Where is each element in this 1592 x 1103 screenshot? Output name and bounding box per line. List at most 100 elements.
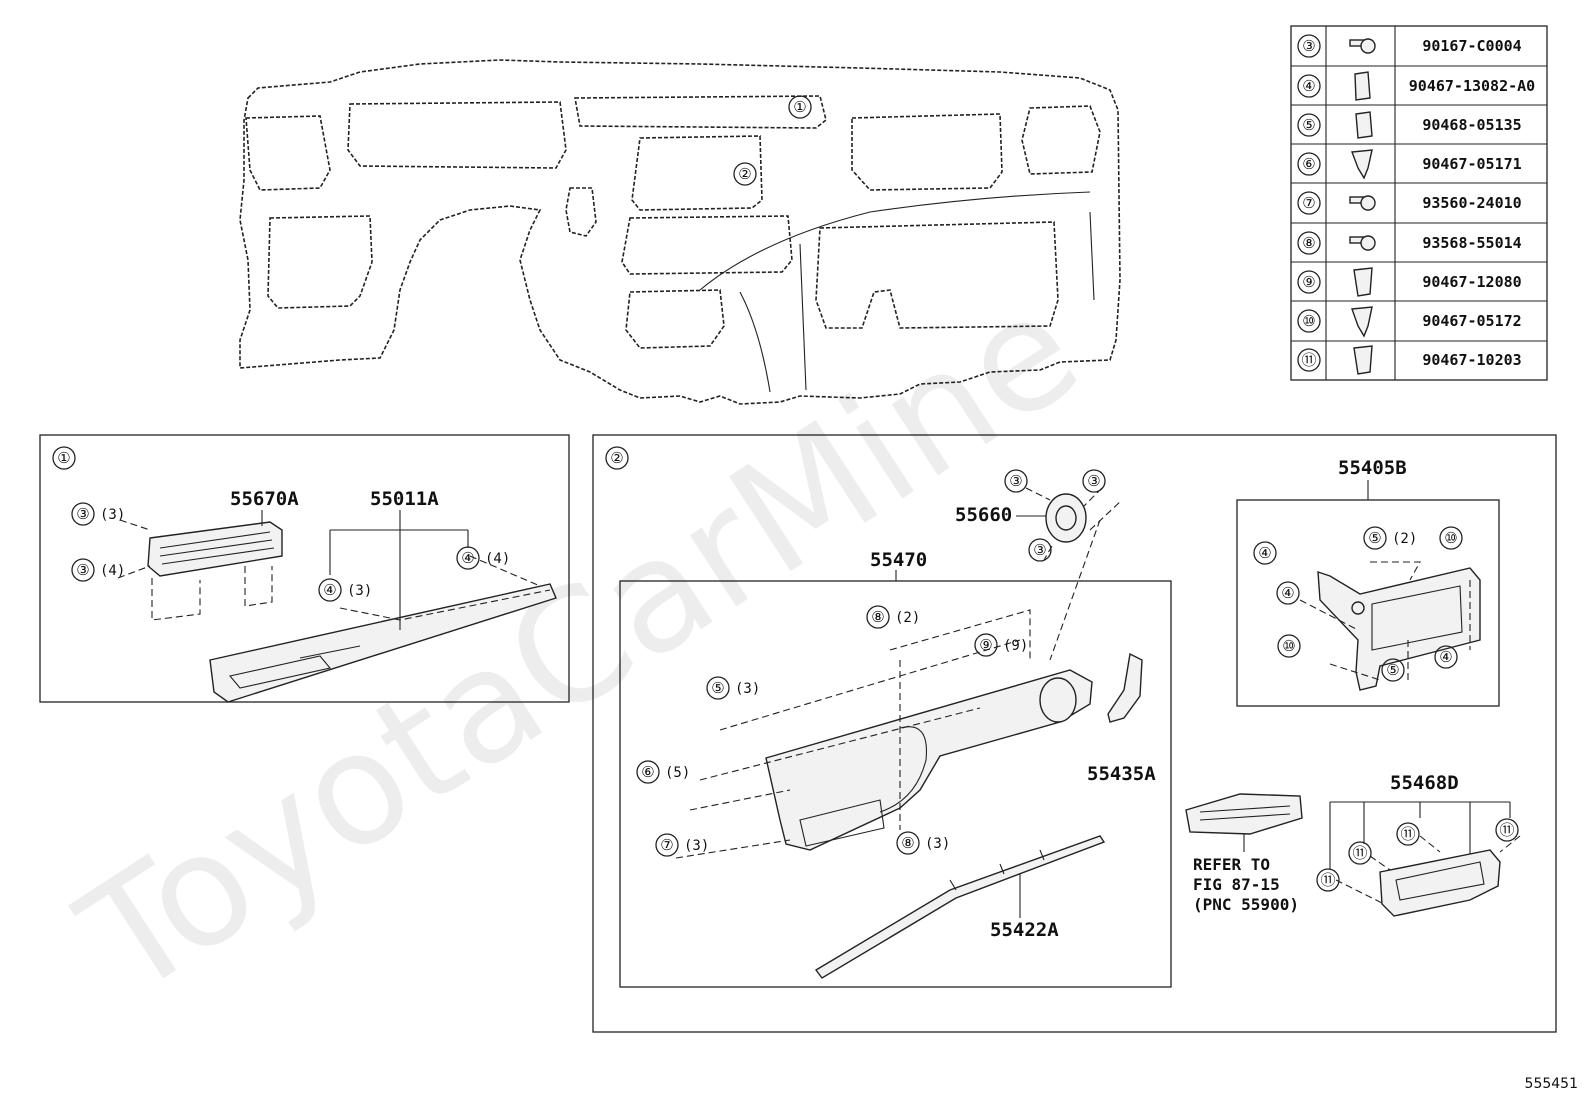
svg-text:⑪: ⑪ [1320,871,1335,889]
svg-text:④: ④ [1281,584,1294,602]
svg-text:②: ② [610,449,623,467]
table-row: ③ 90167-C0004 [1297,34,1522,58]
svg-text:⑩: ⑩ [1302,312,1315,330]
svg-text:⑩: ⑩ [1444,529,1457,547]
screw-icon [1349,195,1376,211]
svg-text:(2): (2) [1392,531,1417,547]
refer-note: REFER TO FIG 87-15 (PNC 55900) [1193,855,1299,914]
callout-s2-d: ⑧ (2) [866,605,920,629]
svg-text:⑪: ⑪ [1352,844,1367,862]
watermark-text: ToyotaCarMine [51,257,1109,1032]
callout-s2-t: ⑪ [1316,868,1340,892]
bezel-55405B [1317,567,1481,691]
svg-text:90467-10203: 90467-10203 [1422,351,1521,369]
svg-text:⑦: ⑦ [1302,194,1315,212]
clip-icon [1351,306,1373,338]
table-row: ⑩ 90467-05172 [1297,306,1522,338]
section-2-panel: ② 55470 55660 ③ ③ ③ [592,434,1557,1033]
callout-s2-q: ⑪ [1396,822,1420,846]
clip-icon [1353,267,1373,297]
callout-s2-g: ⑥ (5) [636,760,690,784]
svg-text:93560-24010: 93560-24010 [1422,194,1521,212]
callout-s2-p: ④ [1434,645,1458,669]
bracket-55468D [1379,849,1501,917]
svg-text:④: ④ [461,549,474,567]
svg-text:⑤: ⑤ [1302,116,1315,134]
dashboard-overview [239,59,1121,405]
svg-text:⑪: ⑪ [1301,351,1316,369]
callout-s2-c: ③ [1028,538,1052,562]
callout-s2-b: ③ [1082,469,1106,493]
callout-s2-k: ⑤ (2) [1363,526,1417,550]
callout-s2-a: ③ [1004,469,1028,493]
callout-s2-m: ④ [1276,581,1300,605]
svg-text:③: ③ [76,561,89,579]
callout-3-qty4: ③ (4) [71,558,125,582]
svg-text:FIG 87-15: FIG 87-15 [1193,875,1280,894]
svg-text:③: ③ [1302,37,1315,55]
callout-3-qty3: ③ (3) [71,502,125,526]
overview-callout-1: ① [788,95,812,119]
speaker-55660 [1025,487,1123,561]
part-number-55435A: 55435A [1087,763,1156,785]
part-number-55405B: 55405B [1338,457,1407,479]
svg-text:⑪: ⑪ [1400,825,1415,843]
callout-4-qty4: ④ (4) [456,546,510,570]
svg-text:①: ① [57,449,70,467]
svg-text:⑤: ⑤ [711,679,724,697]
svg-text:⑥: ⑥ [1302,155,1315,173]
svg-text:③: ③ [76,505,89,523]
screw-icon [1349,235,1376,251]
svg-text:⑧: ⑧ [871,608,884,626]
table-row: ⑥ 90467-05171 [1297,149,1522,180]
svg-text:(4): (4) [485,551,510,567]
svg-text:⑪: ⑪ [1499,821,1514,839]
part-number-55670A: 55670A [230,488,299,510]
svg-text:③: ③ [1033,541,1046,559]
callout-s2-h: ⑦ (3) [655,833,709,857]
svg-text:(3): (3) [347,583,372,599]
clip-icon [1353,345,1373,375]
svg-text:(9): (9) [1003,638,1028,654]
svg-text:⑥: ⑥ [641,763,654,781]
bolt-icon [1349,38,1376,54]
vent-assembly-55670A [117,519,283,621]
svg-text:(5): (5) [665,765,690,781]
strip-55422A [814,835,1106,979]
clip-icon [1355,111,1373,139]
table-row: ⑪ 90467-10203 [1297,345,1522,375]
climate-control-unit [1185,793,1303,852]
trim-55435A [1107,652,1143,723]
svg-text:①: ① [793,98,806,116]
table-row: ⑨ 90467-12080 [1297,267,1522,297]
part-number-55468D: 55468D [1390,772,1459,794]
svg-text:(3): (3) [684,838,709,854]
svg-text:(4): (4) [100,563,125,579]
svg-text:④: ④ [1439,648,1452,666]
callout-s2-f: ⑤ (3) [706,676,760,700]
panel-55011A [209,555,557,703]
svg-text:③: ③ [1087,472,1100,490]
part-number-55422A: 55422A [990,919,1059,941]
fastener-table: ③ 90167-C0004 ④ 90467-13082-A0 ⑤ 90468-0… [1290,25,1548,381]
callout-s2-r: ⑪ [1495,818,1519,842]
part-number-55660: 55660 [955,504,1012,526]
diagram-code: 555451 [1525,1076,1578,1092]
callout-s2-s: ⑪ [1348,841,1372,865]
svg-text:(3): (3) [925,836,950,852]
svg-text:⑤: ⑤ [1368,529,1381,547]
svg-text:⑤: ⑤ [1386,661,1399,679]
callout-s2-i: ⑧ (3) [896,831,950,855]
callout-s2-j: ④ [1253,541,1277,565]
svg-text:⑧: ⑧ [901,834,914,852]
svg-text:⑩: ⑩ [1282,637,1295,655]
table-row: ⑧ 93568-55014 [1297,231,1522,255]
svg-text:(3): (3) [100,507,125,523]
svg-text:90467-12080: 90467-12080 [1422,273,1521,291]
svg-text:⑨: ⑨ [979,636,992,654]
clip-icon [1354,71,1371,101]
svg-text:⑦: ⑦ [660,836,673,854]
callout-4-qty3: ④ (3) [318,578,372,602]
svg-text:90467-13082-A0: 90467-13082-A0 [1409,77,1535,95]
